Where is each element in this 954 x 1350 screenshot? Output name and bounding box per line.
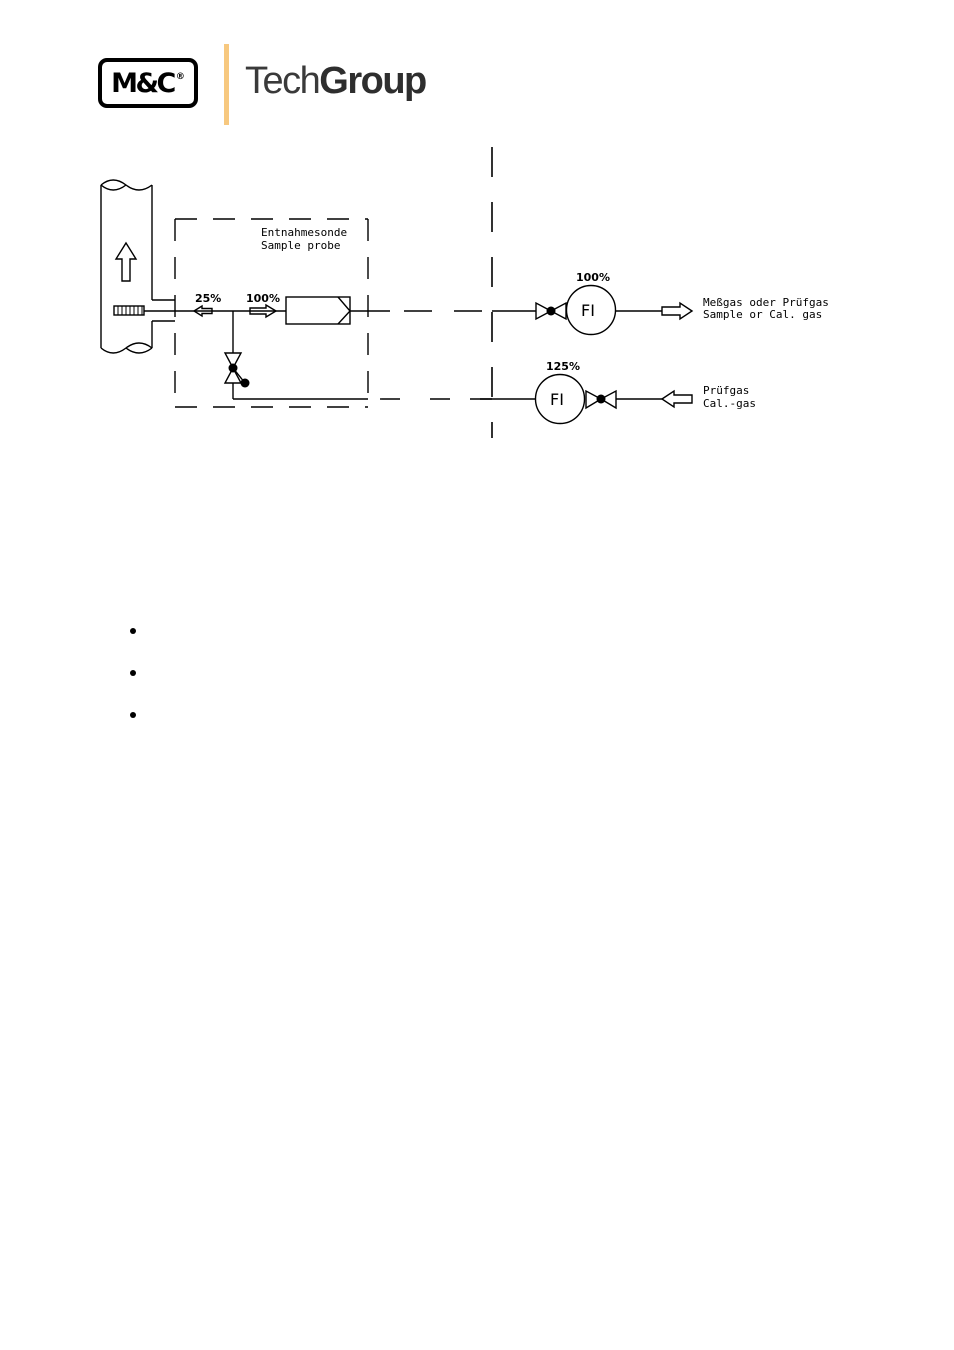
flow-diagram: Entnahmesonde Sample probe 25% 100% 100%… xyxy=(100,147,829,438)
flow-percent: 100% xyxy=(246,292,280,305)
logo-divider xyxy=(224,44,229,125)
outlet-arrow xyxy=(661,301,694,321)
inlet-label-de: Prüfgas xyxy=(703,384,749,397)
brand-group: Group xyxy=(319,60,427,102)
logo-text: M&C xyxy=(111,67,176,99)
outlet-label-de: Meßgas oder Prüfgas xyxy=(703,296,829,309)
bullet-dot xyxy=(130,628,136,634)
sample-probe-box xyxy=(174,218,369,408)
header: M&C® TechGroup xyxy=(98,44,498,126)
inlet-arrow xyxy=(660,389,693,409)
inlet-label-en: Cal.-gas xyxy=(703,397,756,410)
flow-indicator-top xyxy=(565,284,617,336)
valve-bottom-actuator xyxy=(596,394,606,404)
bullet-list xyxy=(120,619,720,745)
valve-top-actuator xyxy=(546,306,556,316)
stack-flow-arrow xyxy=(114,241,138,282)
bullet-dot xyxy=(130,712,136,718)
probe-filter-housing xyxy=(285,296,351,325)
probe-label-de: Entnahmesonde xyxy=(261,226,347,239)
probe-filter-hatch xyxy=(117,306,143,315)
split-percent: 25% xyxy=(195,292,221,305)
split-arrow xyxy=(192,304,213,318)
valve-cal-actuator xyxy=(228,363,238,373)
meter-top-percent: 100% xyxy=(576,271,610,284)
flow-arrow xyxy=(249,303,278,319)
brand-tech: Tech xyxy=(245,60,321,102)
bullet-dot xyxy=(130,670,136,676)
bullet-item xyxy=(120,703,720,745)
meter-bottom-percent: 125% xyxy=(546,360,580,373)
mc-logo: M&C® xyxy=(98,58,198,108)
probe-label-en: Sample probe xyxy=(261,239,340,252)
meter-bottom-label: FI xyxy=(550,390,564,409)
flow-indicator-bottom xyxy=(534,373,586,425)
outlet-label-en: Sample or Cal. gas xyxy=(703,308,822,321)
stack-pipe xyxy=(100,179,153,354)
bullet-item xyxy=(120,661,720,703)
techgroup-wordmark: TechGroup xyxy=(245,60,427,102)
meter-top-label: FI xyxy=(581,301,595,320)
valve-cal-handle xyxy=(240,378,250,388)
bullet-item xyxy=(120,619,720,661)
registered-mark: ® xyxy=(175,72,185,82)
